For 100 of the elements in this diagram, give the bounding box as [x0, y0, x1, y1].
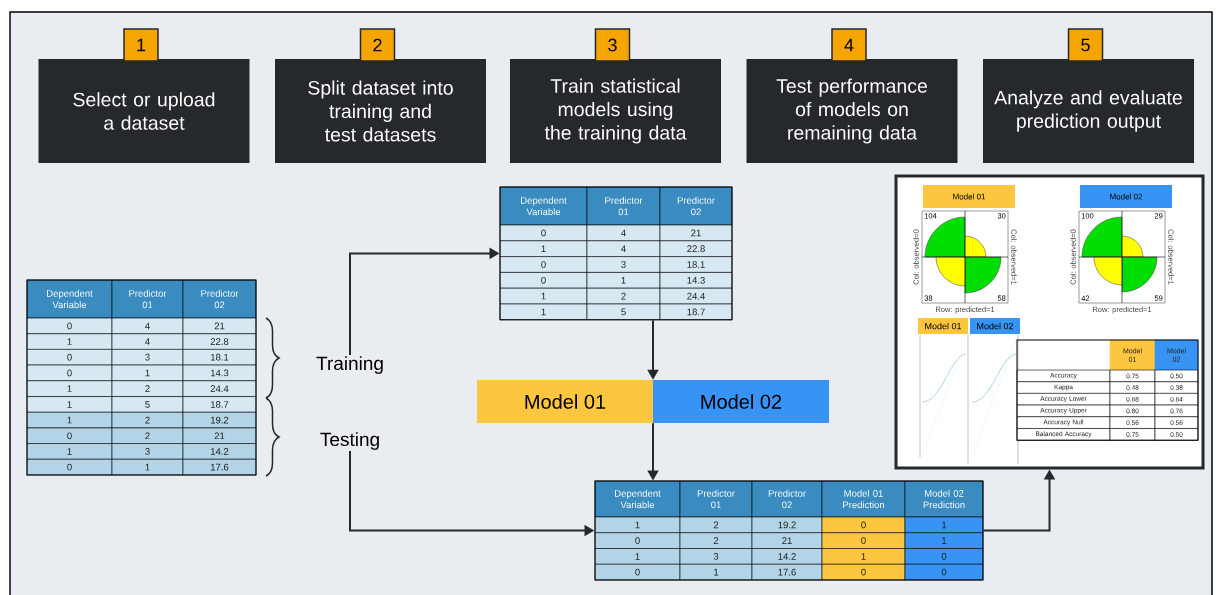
- table-cell: 18.7: [182, 396, 257, 413]
- header-cell: Predictor 01: [586, 186, 661, 226]
- table-cell: 1: [499, 287, 588, 305]
- table-cell: 1: [26, 411, 113, 429]
- header-cell: Predictor 02: [659, 186, 733, 226]
- data-table: [594, 480, 984, 581]
- table-cell: 22.8: [182, 333, 257, 350]
- table-cell: 1: [821, 548, 906, 565]
- step-box: Train statistical models using the training data: [510, 59, 721, 163]
- table-cell: 0: [26, 427, 113, 444]
- table-cell: 14.2: [182, 443, 257, 460]
- data-table: [499, 186, 733, 321]
- table-cell: 1: [904, 532, 984, 549]
- table-cell: 1: [586, 272, 661, 289]
- table-cell: 3: [586, 256, 661, 273]
- number-badge: 4: [831, 28, 867, 62]
- number-badge: 2: [359, 28, 396, 62]
- table-cell: 0: [26, 364, 113, 382]
- header-cell: Predictor 01: [111, 279, 184, 319]
- text-label: Training: [316, 356, 383, 374]
- table-cell: 17.6: [182, 458, 257, 476]
- table-cell: 4: [111, 317, 184, 335]
- table-cell: 1: [594, 548, 681, 565]
- table-cell: 0: [499, 272, 588, 289]
- data-table: [26, 279, 257, 476]
- table-cell: 22.8: [659, 240, 733, 257]
- table-cell: 0: [904, 548, 984, 565]
- number-badge: 1: [123, 28, 159, 62]
- table-cell: 0: [821, 532, 906, 549]
- chart-title: Model 01: [918, 318, 968, 334]
- table-cell: 24.4: [182, 380, 257, 397]
- table-cell: 1: [111, 458, 184, 476]
- table-cell: 0: [821, 516, 906, 534]
- header-cell: Predictor 02: [751, 480, 823, 518]
- header-cell: Predictor 01: [679, 480, 753, 518]
- header-cell: Dependent Variable: [499, 186, 588, 226]
- step-box: Split dataset into training and test datasets: [275, 59, 486, 163]
- table-cell: 1: [111, 364, 184, 382]
- table-cell: 4: [111, 333, 184, 350]
- chart-title: Model 01: [923, 185, 1015, 208]
- table-cell: 19.2: [751, 516, 823, 534]
- table-cell: 14.3: [659, 272, 733, 289]
- table-cell: 5: [586, 303, 661, 321]
- table-cell: 4: [586, 224, 661, 242]
- table-cell: 24.4: [659, 287, 733, 305]
- table-cell: 3: [111, 443, 184, 460]
- table-cell: 2: [111, 380, 184, 397]
- table-cell: 2: [586, 287, 661, 305]
- table-cell: 21: [751, 532, 823, 549]
- table-cell: 1: [679, 563, 753, 581]
- table-cell: 19.2: [182, 411, 257, 429]
- text-label: Testing: [320, 432, 379, 450]
- table-cell: 21: [182, 317, 257, 335]
- table-cell: 1: [904, 516, 984, 534]
- metrics-table: [1016, 339, 1199, 441]
- table-cell: 0: [26, 458, 113, 476]
- table-cell: 1: [26, 396, 113, 413]
- table-cell: 0: [26, 349, 113, 366]
- table-cell: 1: [499, 240, 588, 257]
- model-band: Model 02: [653, 380, 829, 423]
- chart-title: Model 02: [970, 318, 1020, 334]
- number-badge: 3: [594, 28, 631, 62]
- step-box: Test performance of models on remaining data: [746, 59, 958, 163]
- table-cell: 1: [26, 380, 113, 397]
- table-cell: 1: [26, 443, 113, 460]
- step-box: Analyze and evaluate prediction output: [983, 59, 1194, 163]
- table-cell: 1: [499, 303, 588, 321]
- table-cell: 0: [26, 317, 113, 335]
- table-cell: 3: [679, 548, 753, 565]
- table-cell: 14.3: [182, 364, 257, 382]
- header-cell: Dependent Variable: [594, 480, 681, 518]
- header-cell: Predictor 02: [182, 279, 257, 319]
- table-cell: 21: [182, 427, 257, 444]
- chart-title: Model 02: [1080, 185, 1172, 208]
- table-cell: 0: [594, 563, 681, 581]
- table-cell: 0: [904, 563, 984, 581]
- table-cell: 18.7: [659, 303, 733, 321]
- table-cell: 14.2: [751, 548, 823, 565]
- table-cell: 2: [111, 427, 184, 444]
- table-cell: 0: [499, 224, 588, 242]
- header-cell: Model 02 Prediction: [904, 480, 984, 518]
- header-cell: Model 01 Prediction: [821, 480, 906, 518]
- table-cell: 1: [26, 333, 113, 350]
- table-cell: 5: [111, 396, 184, 413]
- table-cell: 0: [594, 532, 681, 549]
- table-cell: 2: [679, 516, 753, 534]
- table-cell: 21: [659, 224, 733, 242]
- table-cell: 18.1: [182, 349, 257, 366]
- model-band: Model 01: [477, 380, 653, 423]
- table-cell: 0: [499, 256, 588, 273]
- header-cell: Dependent Variable: [26, 279, 113, 319]
- table-cell: 18.1: [659, 256, 733, 273]
- table-cell: 1: [594, 516, 681, 534]
- table-cell: 3: [111, 349, 184, 366]
- table-cell: 2: [679, 532, 753, 549]
- table-cell: 2: [111, 411, 184, 429]
- table-cell: 0: [821, 563, 906, 581]
- table-cell: 4: [586, 240, 661, 257]
- table-cell: 17.6: [751, 563, 823, 581]
- number-badge: 5: [1067, 28, 1104, 62]
